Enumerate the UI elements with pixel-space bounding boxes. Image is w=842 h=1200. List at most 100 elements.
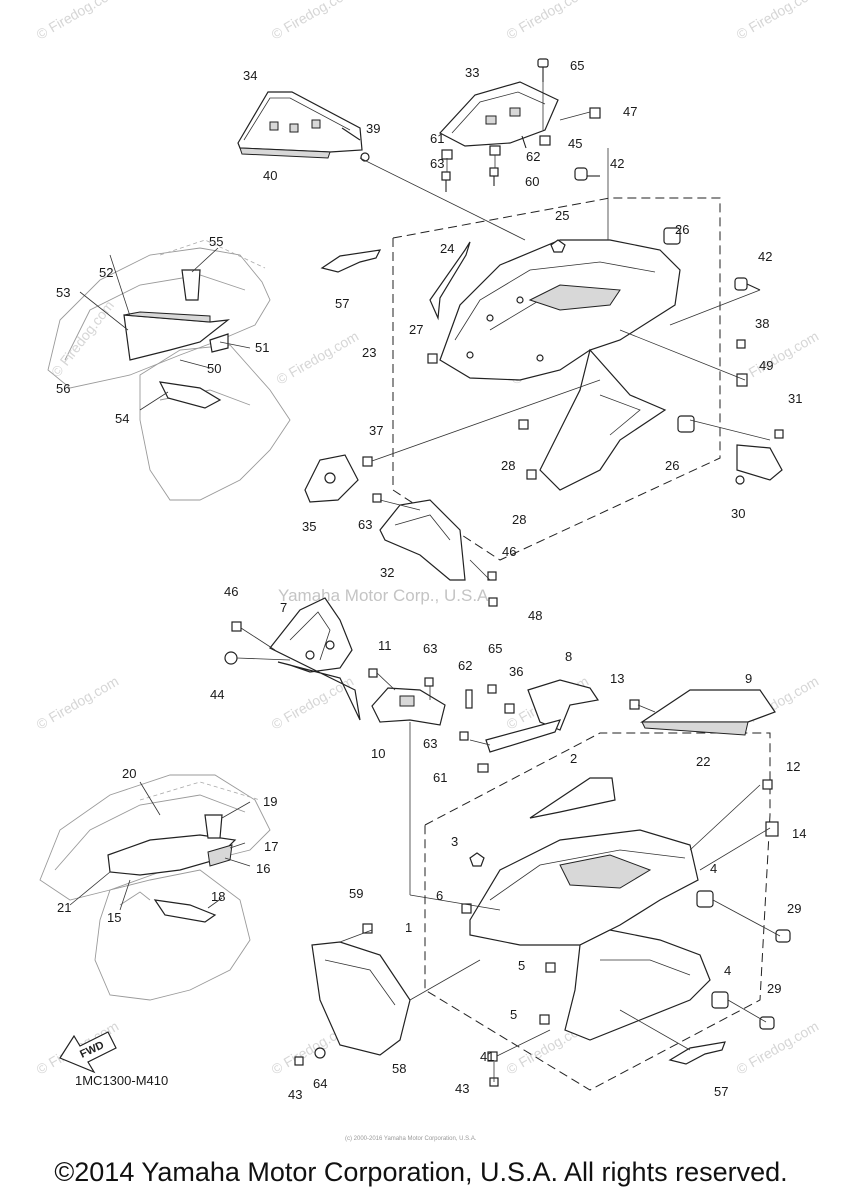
part-43-bolt [294, 1056, 304, 1066]
part-25-nut [550, 239, 566, 253]
callout-label: 57 [335, 296, 349, 311]
dashed-frame-upper [392, 197, 721, 561]
callout-label: 28 [501, 458, 515, 473]
part-14-bolt [765, 821, 779, 837]
part-5-clip [545, 962, 556, 973]
part-37-bolt [362, 456, 373, 467]
part-63b-bolt [372, 493, 382, 503]
callout-label: 60 [525, 174, 539, 189]
callout-label: 29 [767, 981, 781, 996]
part-46-bolt [487, 571, 497, 581]
part-26b-grommet [677, 415, 695, 433]
callout-label: 48 [528, 608, 542, 623]
callout-label: 62 [458, 658, 472, 673]
part-57b-sheet [668, 1041, 726, 1065]
callout-label: 30 [731, 506, 745, 521]
callout-label: 56 [56, 381, 70, 396]
watermark-text: © Firedog.com [269, 0, 357, 43]
part-30-bracket [735, 444, 783, 485]
part-3-nut [469, 852, 485, 867]
callout-label: 50 [207, 361, 221, 376]
watermark-text: © Firedog.com [34, 0, 122, 43]
callout-label: 43 [455, 1081, 469, 1096]
callout-label: 61 [430, 131, 444, 146]
part-27-clip [427, 353, 438, 364]
callout-label: 26 [665, 458, 679, 473]
part-59-bolt [362, 923, 373, 934]
inset-lower [39, 774, 271, 1001]
part-63c-bolt [424, 677, 434, 687]
part-65b-bolt [487, 684, 497, 694]
callout-label: 26 [675, 222, 689, 237]
part-10-bracket [371, 687, 446, 726]
callout-label: 17 [264, 839, 278, 854]
callout-label: 24 [440, 241, 454, 256]
callout-label: 42 [758, 249, 772, 264]
callout-label: 53 [56, 285, 70, 300]
part-65-bolt [537, 58, 549, 82]
callout-label: 51 [255, 340, 269, 355]
watermark-text: © Firedog.com [269, 673, 357, 733]
watermark-text: © Firedog.com [734, 1018, 822, 1078]
part-38-nut [736, 339, 746, 349]
watermark-text: © Firedog.com [734, 0, 822, 43]
callout-label: 63 [430, 156, 444, 171]
callout-label: 20 [122, 766, 136, 781]
inset-watermark: © Firedog.com [48, 297, 117, 379]
callout-label: 4 [724, 963, 731, 978]
callout-label: 65 [570, 58, 584, 73]
part-60-bolt [489, 167, 499, 186]
callout-label: 6 [436, 888, 443, 903]
dashed-frame-lower [424, 732, 771, 1091]
callout-label: 42 [610, 156, 624, 171]
callout-label: 28 [512, 512, 526, 527]
callout-label: 41 [480, 1049, 494, 1064]
callout-label: 2 [570, 751, 577, 766]
callout-label: 23 [362, 345, 376, 360]
callout-label: 38 [755, 316, 769, 331]
part-46b-bolt [231, 621, 242, 632]
callout-label: 25 [555, 208, 569, 223]
callout-label: 49 [759, 358, 773, 373]
fine-print: (c) 2000-2016 Yamaha Motor Corporation, … [345, 1136, 477, 1142]
callout-label: 35 [302, 519, 316, 534]
part-13-bolt [629, 699, 640, 710]
leader-lines-upper [359, 82, 771, 581]
fwd-arrow-icon: FWD [59, 1031, 117, 1074]
part-41-nut [487, 1051, 498, 1062]
callout-label: 44 [210, 687, 224, 702]
callout-label: 33 [465, 65, 479, 80]
part-36-bolt [504, 703, 515, 714]
center-watermark: Yamaha Motor Corp., U.S.A. [278, 586, 493, 605]
callout-label: 10 [371, 746, 385, 761]
callout-label: 55 [209, 234, 223, 249]
callout-label: 1 [405, 920, 412, 935]
part-64-washer [314, 1047, 326, 1059]
part-2-bracket [529, 777, 616, 819]
callout-label: 5 [518, 958, 525, 973]
callout-label: 52 [99, 265, 113, 280]
part-5b-clip [539, 1014, 550, 1025]
part-8-bracket [485, 679, 600, 753]
part-58-panel [311, 941, 411, 1056]
part-44-grommet [224, 651, 238, 665]
part-4b-grommet [711, 991, 729, 1009]
part-47-clip [589, 107, 601, 119]
callout-label: 45 [568, 136, 582, 151]
inset-upper: © Firedog.com [47, 239, 291, 501]
leader-lines-lower [236, 627, 781, 1082]
callout-label: 32 [380, 565, 394, 580]
part-28-clip [518, 419, 529, 430]
callout-label: 43 [288, 1087, 302, 1102]
callout-label: 19 [263, 794, 277, 809]
part-12-nut [762, 779, 773, 790]
part-31-bolt [774, 429, 784, 439]
watermark-text: © Firedog.com [504, 0, 592, 43]
callout-label: 34 [243, 68, 257, 83]
part-62b-clip [465, 689, 473, 709]
part-35-bracket [304, 454, 359, 503]
part-6-clip [461, 903, 472, 914]
part-42b-bolt [734, 277, 761, 291]
part-49-bolt [736, 373, 748, 387]
